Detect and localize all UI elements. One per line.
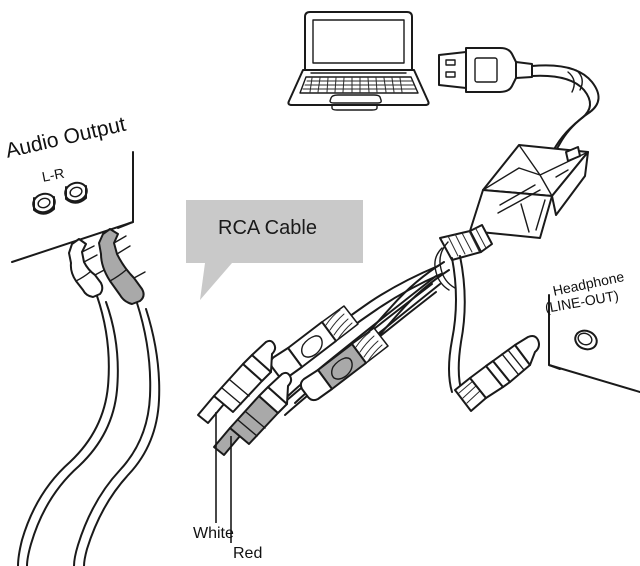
rca-plug-red-bottom [213, 371, 293, 456]
headphone-panel [548, 294, 640, 393]
rca-plug-gray-top [98, 228, 146, 305]
leader-lines [215, 412, 232, 543]
headphone-jack-hole [574, 329, 598, 351]
rca-jack-right [64, 181, 88, 204]
rca-plug-white-bottom [197, 339, 277, 424]
3.5mm-audio-jack [454, 335, 540, 412]
usb-audio-adapter-box [439, 144, 589, 261]
rca-cable-label: RCA Cable [218, 217, 317, 239]
rca-jack-left [32, 192, 56, 215]
white-plug-label: White [193, 525, 234, 542]
red-plug-label: Red [233, 545, 263, 562]
rca-cable-callout [186, 200, 363, 300]
audio-output-panel [11, 151, 134, 263]
cable-left-pair [17, 295, 161, 566]
din-connector-gray [299, 327, 389, 402]
adapter-strain-relief [439, 224, 493, 261]
laptop-icon [287, 11, 430, 111]
usb-connector [438, 47, 533, 93]
